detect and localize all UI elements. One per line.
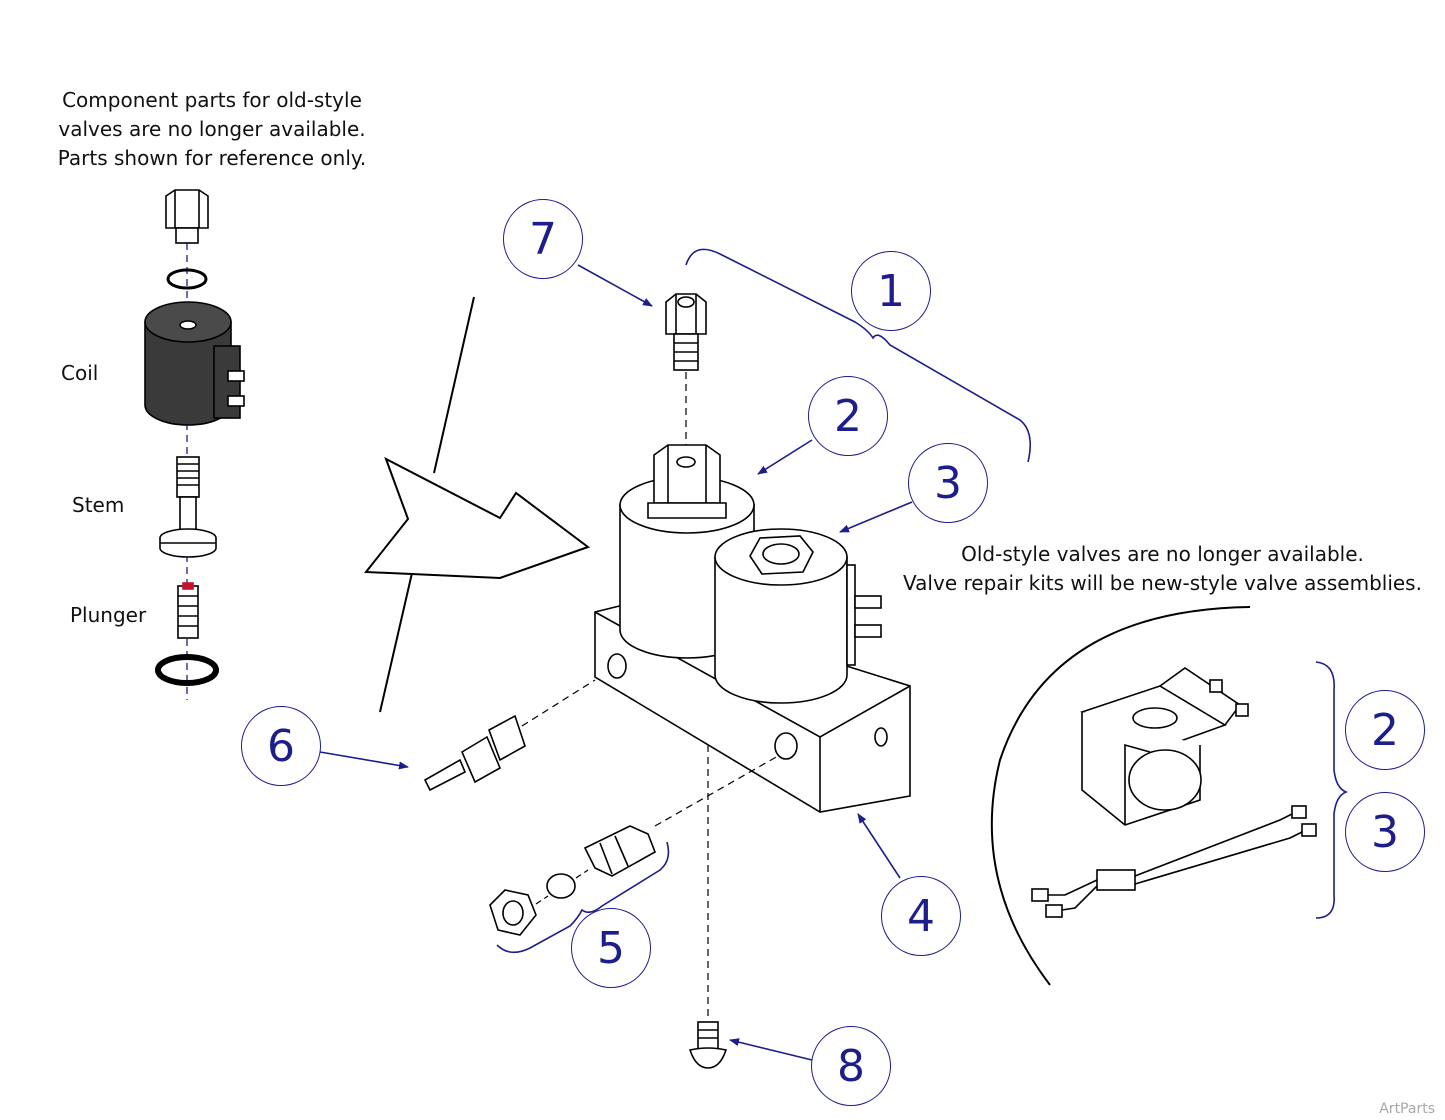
old-o-ring-small — [166, 268, 208, 290]
fitting-7 — [665, 293, 707, 371]
replacement-arrow — [364, 296, 591, 713]
callout-kit-3: 3 — [1345, 792, 1425, 872]
plunger-label: Plunger — [70, 603, 147, 627]
stem-label: Stem — [72, 493, 125, 517]
old-parts-note: Component parts for old-style valves are… — [22, 86, 402, 173]
new-valves-note: Old-style valves are no longer available… — [880, 540, 1445, 598]
barb-fitting-6 — [423, 714, 526, 792]
old-style-parts-stack — [144, 189, 245, 700]
callout-2: 2 — [808, 376, 888, 456]
old-stem — [159, 456, 217, 558]
brackets — [496, 248, 1349, 954]
callout-5: 5 — [571, 908, 651, 988]
new-style-coil — [1080, 667, 1249, 826]
old-plunger — [177, 582, 199, 639]
valve-assembly — [423, 293, 911, 1069]
wire-harness — [1031, 805, 1317, 918]
new-style-kit — [990, 606, 1317, 986]
callout-8: 8 — [811, 1026, 891, 1106]
bracket-item-5 — [496, 841, 670, 954]
compression-fitting-5 — [489, 825, 656, 936]
solenoid-coil-front — [714, 528, 882, 704]
callout-4: 4 — [881, 876, 961, 956]
screw-8 — [688, 1021, 728, 1069]
old-parts-note-line-1: Component parts for old-style — [62, 88, 362, 112]
old-parts-note-line-3: Parts shown for reference only. — [57, 146, 367, 170]
old-coil — [144, 301, 245, 426]
artparts-watermark: ArtParts — [1379, 1101, 1435, 1117]
old-parts-note-line-2: valves are no longer available. — [58, 117, 366, 141]
old-o-ring-large — [155, 654, 219, 686]
bracket-item-1 — [685, 248, 1031, 463]
coil-label: Coil — [61, 361, 99, 385]
callout-1: 1 — [851, 251, 931, 331]
callout-3: 3 — [908, 443, 988, 523]
leader-arrows — [319, 264, 913, 1061]
bracket-kit-2-3 — [1315, 661, 1349, 919]
new-valves-note-line-1: Old-style valves are no longer available… — [961, 542, 1364, 566]
callout-6: 6 — [241, 706, 321, 786]
callout-kit-2: 2 — [1345, 690, 1425, 770]
new-valves-note-line-2: Valve repair kits will be new-style valv… — [903, 571, 1422, 595]
old-fitting — [165, 189, 209, 244]
kit-divider-arc — [990, 606, 1251, 986]
callout-7: 7 — [503, 199, 583, 279]
